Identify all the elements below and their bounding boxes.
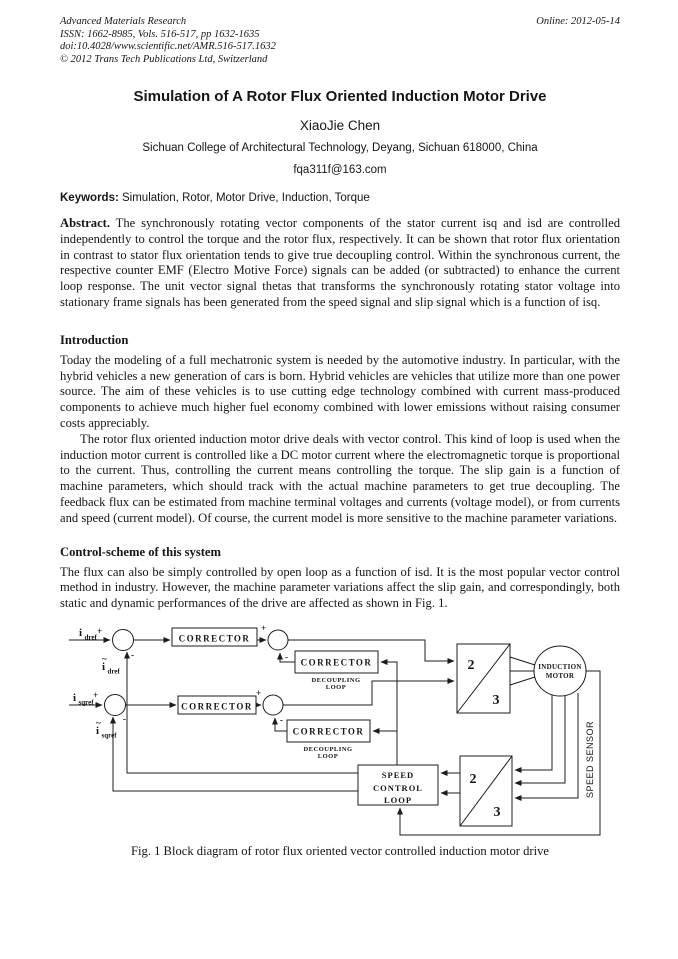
phase-3-label: 3 [493,693,500,708]
corrector-label: CORRECTOR [293,726,365,736]
abstract: Abstract. The synchronously rotating vec… [60,216,620,311]
summing-junction-q1 [104,693,126,716]
tilde-sign: ~ [96,718,101,728]
plus-sign: + [97,626,102,636]
i-sqref-est-subscript: sqref [102,731,118,739]
plus-sign: + [93,690,98,700]
journal-name: Advanced Materials Research [60,16,187,27]
induction-motor: INDUCTION MOTOR [533,645,587,697]
i-sqref-symbol: i [73,692,76,704]
journal-header-left: Advanced Materials Research ISSN: 1662-8… [60,16,276,66]
phase-2-label: 2 [470,772,477,787]
tilde-sign: ~ [102,654,107,664]
speed-sensor-label: SPEED SENSOR [585,721,595,798]
summing-junction-q2 [262,694,284,716]
minus-sign: - [285,652,288,662]
speed-control-loop-label: LOOP [384,795,412,805]
corrector-label: CORRECTOR [179,633,251,643]
figure-caption: Fig. 1 Block diagram of rotor flux orien… [131,843,549,858]
corrector-block-q: CORRECTOR [177,695,257,715]
control-scheme-paragraph: The flux can also be simply controlled b… [60,564,620,611]
decoupling-corrector-block-q: CORRECTOR DECOUPLING LOOP [286,719,371,760]
section-heading-introduction: Introduction [60,332,129,347]
introduction-paragraph-2: The rotor flux oriented induction motor … [60,431,620,525]
online-date: Online: 2012-05-14 [536,16,620,27]
decoupling-loop-label: DECOUPLING [311,677,360,684]
i-sqref-subscript: sqref [79,698,95,706]
journal-issn: ISSN: 1662-8985, Vols. 516-517, pp 1632-… [60,28,260,40]
phase-2-label: 2 [468,658,475,673]
corrector-block-d: CORRECTOR [171,627,258,647]
abstract-label: Abstract. [60,216,111,230]
three-to-two-phase-converter: 2 3 [459,755,513,827]
induction-motor-label: MOTOR [546,672,575,680]
decoupling-loop-label: DECOUPLING [303,746,352,753]
two-to-three-phase-converter: 2 3 [456,643,511,714]
section-heading-control-scheme: Control-scheme of this system [60,544,222,559]
plus-sign: + [261,623,266,633]
i-dref-symbol: i [79,627,82,639]
minus-sign: - [123,714,126,724]
journal-copyright: © 2012 Trans Tech Publications Ltd, Swit… [60,53,268,65]
figure-block-diagram: CORRECTOR CORRECTOR CORRECTOR DECOUPLING… [69,623,601,836]
corrector-label: CORRECTOR [301,657,373,667]
decoupling-loop-label: LOOP [318,753,338,760]
journal-doi: doi:10.4028/www.scientific.net/AMR.516-5… [60,41,276,52]
signal-lines [69,636,601,836]
phase-3-label: 3 [494,805,501,820]
plus-sign: + [256,688,261,698]
author-name: XiaoJie Chen [299,118,381,133]
summing-junction-d1 [112,628,134,651]
minus-sign: - [280,715,283,725]
summing-junction-d2 [267,629,289,651]
corrector-label: CORRECTOR [181,701,253,711]
i-dref-est-subscript: dref [108,667,121,675]
decoupling-corrector-block-d: CORRECTOR DECOUPLING LOOP [294,650,379,691]
paper-title: Simulation of A Rotor Flux Oriented Indu… [133,88,547,105]
abstract-text: The synchronously rotating vector compon… [60,216,620,309]
speed-control-loop-label: CONTROL [373,783,423,793]
i-dref-est-symbol: i [102,661,105,673]
i-dref-subscript: dref [85,633,98,641]
i-sqref-est-symbol: i [96,725,99,737]
induction-motor-label: INDUCTION [538,663,582,671]
signal-labels: i dref + - ~ i dref i sqref + - ~ i sqre… [73,623,288,740]
keywords-text: Simulation, Rotor, Motor Drive, Inductio… [118,192,370,204]
minus-sign: - [131,650,134,660]
introduction-paragraph-1: Today the modeling of a full mechatronic… [60,352,620,430]
keywords-line: Keywords: Simulation, Rotor, Motor Drive… [60,191,620,205]
journal-header: Advanced Materials Research ISSN: 1662-8… [60,16,620,66]
speed-control-loop: SPEED CONTROL LOOP [357,764,439,806]
author-email: fqa311f@163.com [293,164,387,176]
affiliation: Sichuan College of Architectural Technol… [142,142,538,154]
speed-control-loop-label: SPEED [382,770,414,780]
keywords-label: Keywords: [60,192,119,204]
decoupling-loop-label: LOOP [326,684,346,691]
